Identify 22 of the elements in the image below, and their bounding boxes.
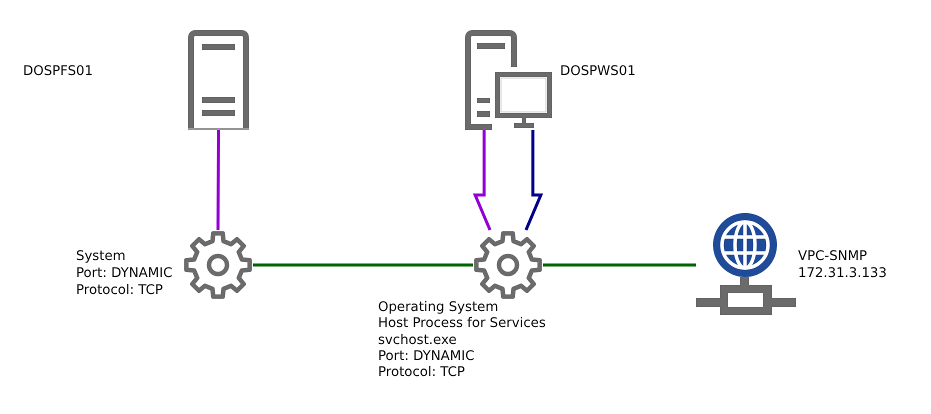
node-caption: DOSPWS01 — [560, 63, 636, 80]
network-globe-icon — [696, 213, 796, 315]
gear-icon — [473, 230, 543, 300]
node-caption: Protocol: TCP — [378, 365, 466, 382]
node-caption: Operating System — [378, 300, 500, 316]
node-caption: 172.31.3.133 — [798, 265, 887, 282]
connector-line — [216, 130, 220, 230]
connector-line — [253, 264, 473, 266]
node-caption: System — [76, 248, 127, 265]
desktop-computer-icon — [465, 30, 552, 130]
node-caption: Host Process for Services — [378, 316, 546, 333]
node-caption: Port: DYNAMIC — [378, 348, 476, 366]
node-caption: VPC-SNMP — [798, 248, 868, 265]
connector-line — [472, 130, 492, 231]
node-caption: svchost.exe — [378, 332, 458, 349]
gear-icon — [183, 230, 253, 300]
host-name-label: DOSPFS01 — [23, 63, 93, 80]
server-icon — [188, 30, 249, 130]
node-caption: Protocol: TCP — [76, 282, 164, 299]
node-caption: Port: DYNAMIC — [76, 265, 172, 282]
connector-line — [543, 264, 696, 267]
connector-line — [524, 130, 544, 231]
